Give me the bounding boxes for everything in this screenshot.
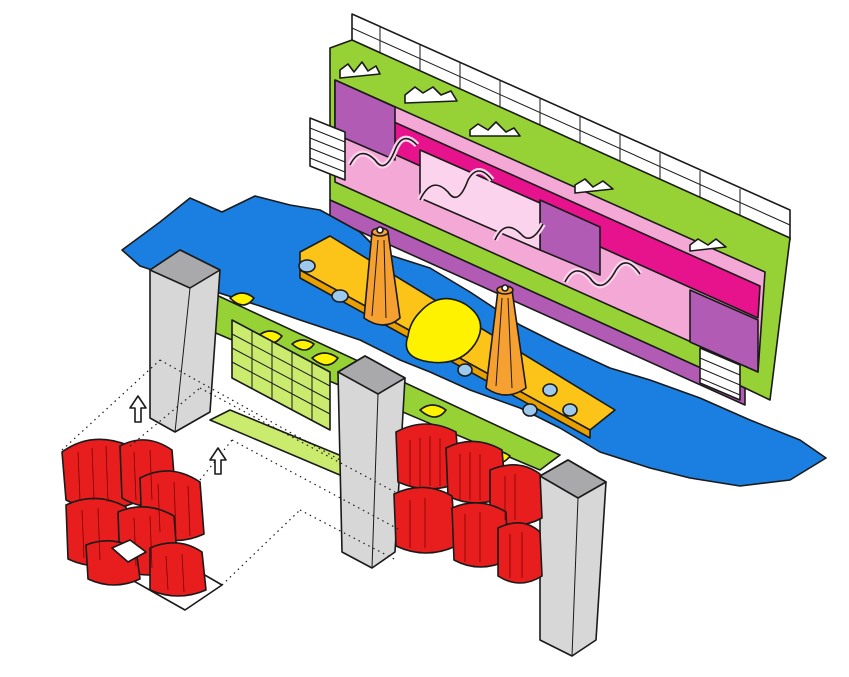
grey-tower-middle xyxy=(337,355,406,569)
exploded-white-gap xyxy=(111,539,147,563)
graffiti-marks xyxy=(339,61,727,252)
wall-stairs-right xyxy=(699,347,741,401)
red-volume-hatching-installed xyxy=(409,436,523,578)
wall-stairs-left xyxy=(309,117,346,181)
pipe-squiggles xyxy=(347,135,643,289)
grey-tower-left xyxy=(149,249,221,433)
dotted-guide-lines xyxy=(61,359,401,586)
glazed-facade xyxy=(231,319,331,431)
wall-railing xyxy=(351,13,791,241)
platform-accents xyxy=(298,259,578,417)
yellow-blob xyxy=(405,297,482,364)
up-arrow-right xyxy=(209,447,227,475)
wall-purple-block-3 xyxy=(689,289,759,373)
chimney-right xyxy=(485,284,527,396)
up-arrow-left xyxy=(129,395,147,423)
grey-tower-right xyxy=(539,459,607,657)
wall-purple-block-1 xyxy=(334,79,396,161)
wall-base xyxy=(329,199,746,406)
chimney-left xyxy=(363,226,401,326)
graffiti-wall xyxy=(309,13,791,406)
red-volumes-exploded xyxy=(61,438,223,611)
